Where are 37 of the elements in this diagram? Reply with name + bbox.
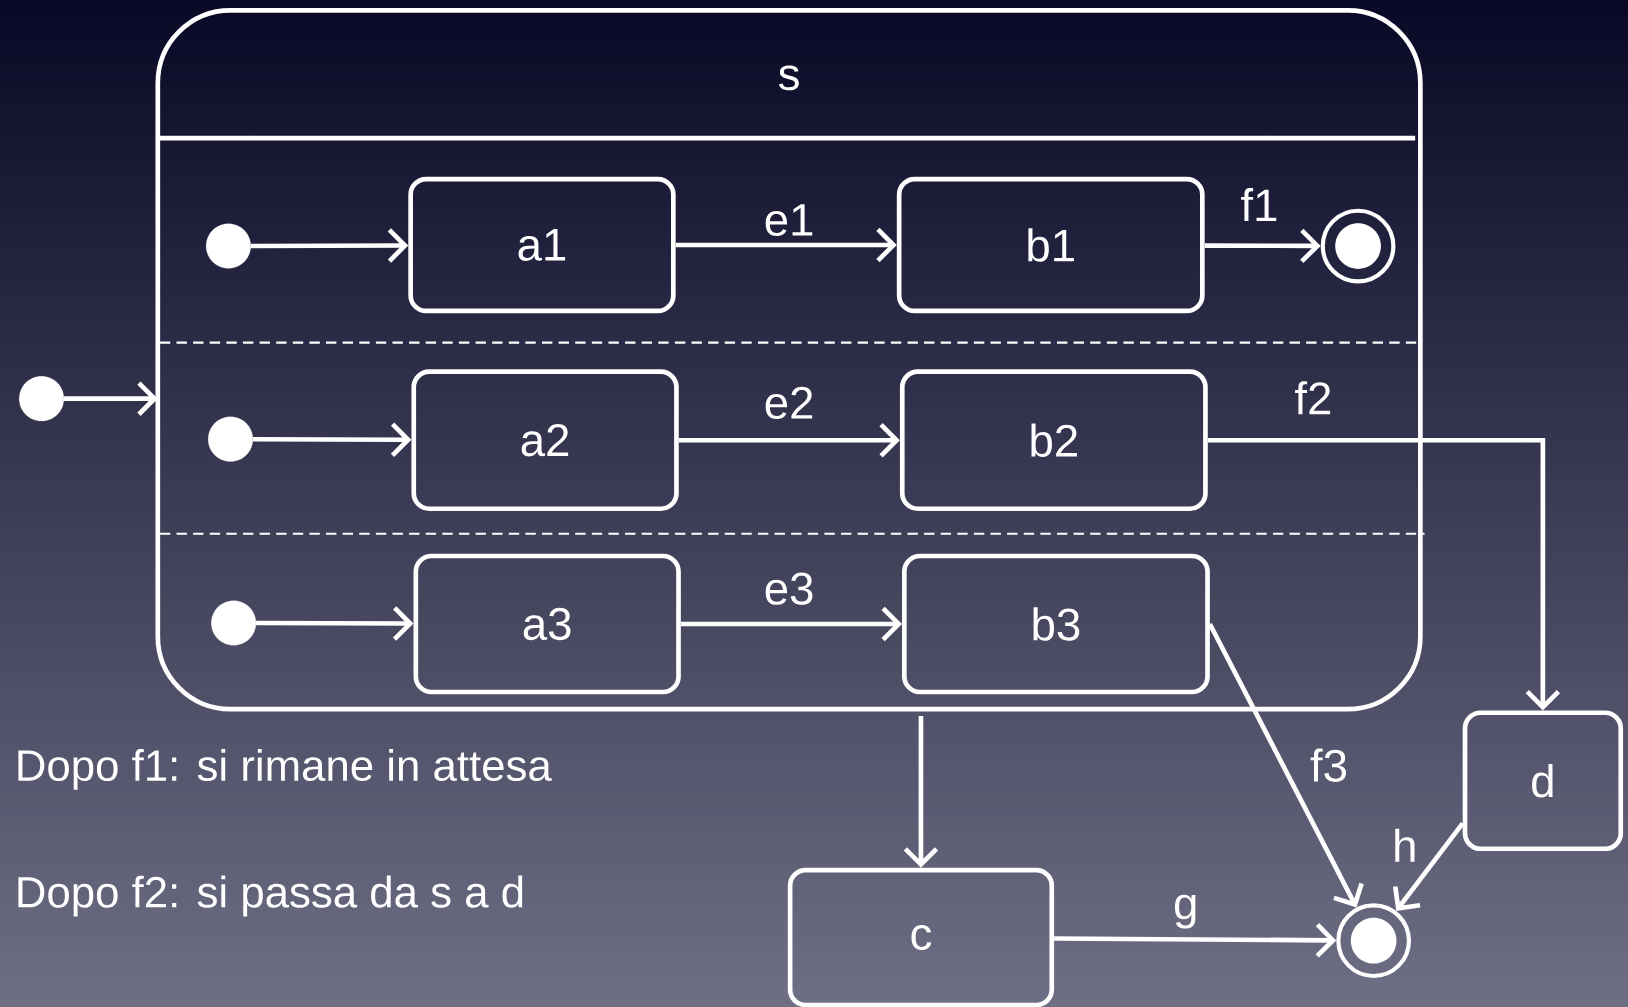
- state-box: b2: [899, 369, 1208, 512]
- arrow: [63, 381, 158, 416]
- state-box: b3: [902, 553, 1210, 695]
- edge-label: f3: [1310, 748, 1346, 782]
- state-box: c: [787, 867, 1055, 1007]
- state-box: a3: [413, 553, 681, 695]
- arrow: [680, 606, 902, 642]
- edge-label: f2: [1295, 381, 1331, 415]
- arrow: [1207, 622, 1364, 908]
- initial-state: [19, 376, 64, 422]
- arrow: [903, 715, 939, 868]
- initial-state: [206, 223, 251, 269]
- edge-label: f1: [1241, 188, 1277, 221]
- initial-state: [211, 600, 257, 646]
- state-box: b1: [896, 176, 1205, 314]
- state-box: a2: [411, 369, 679, 512]
- edge-label: h: [1395, 828, 1415, 862]
- edge-label: e1: [765, 204, 813, 236]
- initial-state: [208, 416, 253, 462]
- edge-label: e3: [765, 572, 813, 605]
- state-box: a1: [408, 176, 676, 314]
- arrow: [1204, 228, 1321, 264]
- arrow: [675, 227, 897, 263]
- arrow: [250, 228, 409, 263]
- arrow: [1392, 821, 1465, 911]
- note-text: Dopo f2: si passa da s a d: [18, 875, 523, 917]
- edge-label: g: [1174, 894, 1196, 929]
- arrow: [255, 606, 414, 641]
- final-state: [1336, 903, 1411, 978]
- arrow: [678, 422, 900, 458]
- note-text: Dopo f1: si rimane in attesa: [18, 748, 552, 790]
- arrow: [252, 422, 412, 457]
- arrow: [1054, 923, 1337, 958]
- state-box: d: [1462, 710, 1624, 852]
- edge-label: e2: [765, 386, 813, 419]
- arrow: [1207, 437, 1561, 711]
- final-state: [1320, 208, 1396, 284]
